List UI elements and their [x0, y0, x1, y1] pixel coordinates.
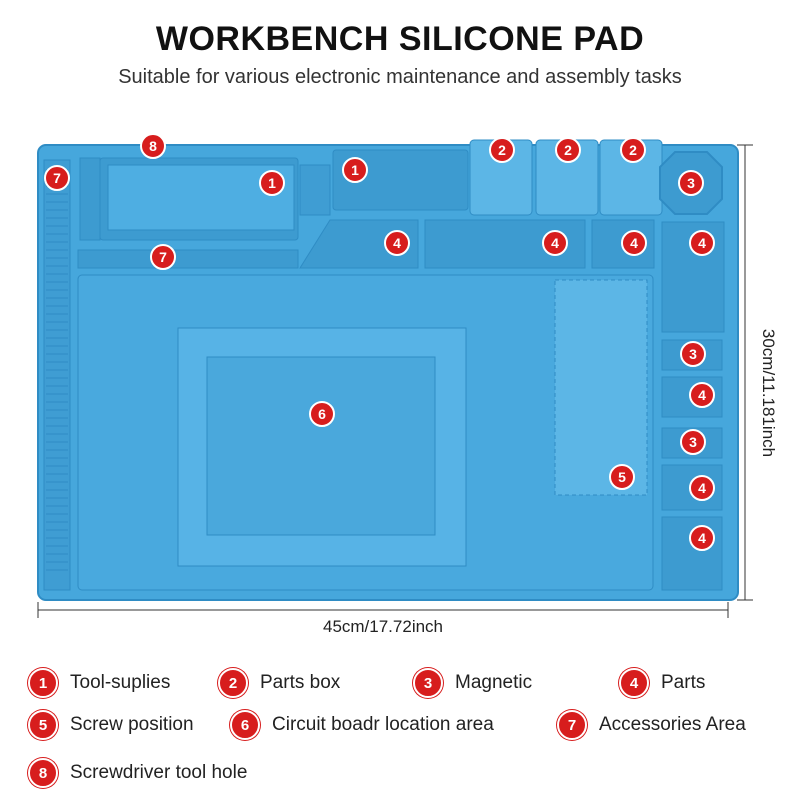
marker-text: 4	[698, 480, 706, 496]
marker-5: 5	[609, 464, 635, 490]
page-subtitle: Suitable for various electronic maintena…	[118, 66, 682, 88]
ruler-strip	[43, 159, 71, 591]
height-dimension-line	[737, 144, 753, 601]
circuit-board-area-inner	[206, 356, 436, 536]
marker-4-f: 4	[689, 475, 715, 501]
tool-tray-small	[79, 157, 101, 241]
legend-number-icon: 5	[28, 710, 58, 740]
width-label: 45cm/17.72inch	[322, 617, 444, 636]
legend-label: Magnetic	[455, 672, 533, 693]
marker-text: 2	[629, 142, 637, 158]
marker-6: 6	[309, 401, 335, 427]
marker-1-a: 1	[259, 170, 285, 196]
marker-1-b: 1	[342, 157, 368, 183]
marker-3-b: 3	[680, 341, 706, 367]
legend-number-icon: 1	[28, 668, 58, 698]
marker-4-b: 4	[542, 230, 568, 256]
marker-text: 1	[268, 175, 276, 191]
legend-label: Parts	[661, 672, 706, 693]
marker-text: 7	[159, 249, 167, 265]
parts-slot-angled	[299, 219, 419, 269]
marker-4-c: 4	[621, 230, 647, 256]
legend-label: Screwdriver tool hole	[70, 762, 248, 783]
marker-text: 3	[687, 175, 695, 191]
marker-2-c: 2	[620, 137, 646, 163]
marker-text: 5	[618, 469, 626, 485]
marker-text: 6	[318, 406, 326, 422]
marker-3-c: 3	[680, 429, 706, 455]
legend: 1 Tool-suplies 2 Parts box 3 Magnetic 4 …	[0, 660, 800, 800]
marker-text: 3	[689, 434, 697, 450]
marker-text: 8	[149, 138, 157, 154]
markers: 1 1 2 2 2 3 4 4 4 4 3 4 3 4 4 5 6 7 7 8	[44, 133, 715, 551]
marker-2-b: 2	[555, 137, 581, 163]
legend-label: Tool-suplies	[70, 672, 171, 693]
marker-text: 4	[698, 387, 706, 403]
legend-number-icon: 2	[218, 668, 248, 698]
legend-item-4: 4 Parts	[619, 668, 705, 698]
marker-text: 3	[689, 346, 697, 362]
marker-text: 4	[393, 235, 401, 251]
marker-text: 4	[630, 235, 638, 251]
marker-text: 4	[551, 235, 559, 251]
marker-2-a: 2	[489, 137, 515, 163]
legend-number-icon: 6	[230, 710, 260, 740]
height-label: 30cm/11.181inch	[759, 328, 778, 458]
marker-text: 2	[564, 142, 572, 158]
legend-item-5: 5 Screw position	[28, 710, 194, 740]
marker-text: 1	[351, 162, 359, 178]
parts-tray-r3	[661, 516, 723, 591]
legend-item-6: 6 Circuit boadr location area	[230, 710, 494, 740]
marker-text: 4	[698, 530, 706, 546]
tool-tray-ribs	[299, 164, 331, 216]
marker-4-d: 4	[689, 230, 715, 256]
marker-text: 7	[53, 170, 61, 186]
legend-number-icon: 3	[413, 668, 443, 698]
marker-text: 4	[698, 235, 706, 251]
width-dimension-line	[37, 602, 729, 618]
legend-label: Parts box	[260, 672, 341, 693]
height-label-wrap: 30cm/11.181inch	[759, 295, 780, 495]
legend-label: Accessories Area	[599, 714, 746, 735]
legend-item-7: 7 Accessories Area	[557, 710, 746, 740]
legend-item-3: 3 Magnetic	[413, 668, 532, 698]
legend-item-1: 1 Tool-suplies	[28, 668, 170, 698]
legend-label: Screw position	[70, 714, 194, 735]
marker-7-b: 7	[150, 244, 176, 270]
marker-4-g: 4	[689, 525, 715, 551]
marker-8: 8	[140, 133, 166, 159]
legend-item-2: 2 Parts box	[218, 668, 340, 698]
marker-4-e: 4	[689, 382, 715, 408]
legend-label: Circuit boadr location area	[272, 714, 494, 735]
slot-row	[77, 249, 299, 269]
marker-7-a: 7	[44, 165, 70, 191]
marker-3-a: 3	[678, 170, 704, 196]
legend-number-icon: 7	[557, 710, 587, 740]
marker-text: 2	[498, 142, 506, 158]
legend-number-icon: 8	[28, 758, 58, 788]
legend-number-icon: 4	[619, 668, 649, 698]
page-title: WORKBENCH SILICONE PAD	[155, 20, 645, 58]
screw-grid	[554, 279, 648, 496]
marker-4-a: 4	[384, 230, 410, 256]
legend-item-8: 8 Screwdriver tool hole	[28, 758, 247, 788]
